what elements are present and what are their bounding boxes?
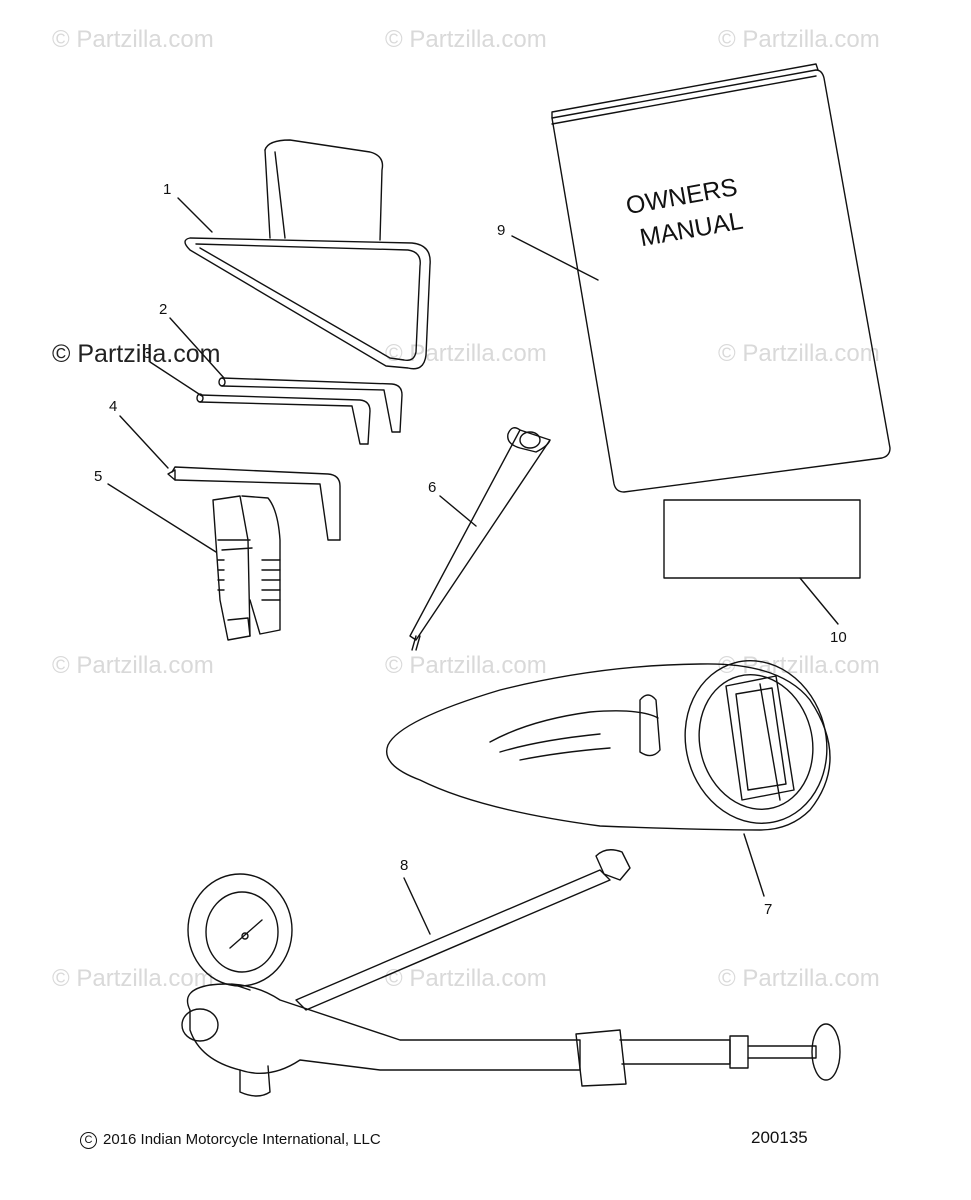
leader-line-1 [177,197,213,233]
leader-line-4 [119,415,169,469]
callout-4: 4 [109,398,118,415]
watermark: © Partzilla.com [52,26,214,53]
watermark: © Partzilla.com [385,340,547,367]
leader-line-10 [799,577,839,625]
copyright-symbol: C [80,1131,97,1149]
part-8-pump-gauge [181,849,841,1097]
watermark: © Partzilla.com [385,965,547,992]
callout-8: 8 [400,857,409,874]
leader-line-5 [107,483,217,553]
diagram-number: 200135 [751,1128,808,1147]
part-6-tool-bar [409,427,551,651]
part-1-bracket [184,139,431,370]
callout-6: 6 [428,479,437,496]
callout-9: 9 [497,222,506,239]
part-9-owners-manual [551,63,891,493]
part-3-hex-key [196,393,371,445]
callout-1: 1 [163,181,172,198]
part-10-label [663,499,861,579]
callout-3: 3 [143,345,152,362]
watermark: © Partzilla.com [718,965,880,992]
callout-7: 7 [764,901,773,918]
callout-10: 10 [830,629,847,646]
callout-5: 5 [94,468,103,485]
leader-line-6 [439,495,477,527]
watermark: © Partzilla.com [52,965,214,992]
watermark: © Partzilla.com [385,26,547,53]
watermark: © Partzilla.com [718,340,880,367]
part-5-clip [212,495,281,641]
watermark: © Partzilla.com [718,26,880,53]
part-2-hex-key [218,377,403,433]
leader-line-8 [403,877,431,935]
leader-line-3 [149,361,203,397]
callout-2: 2 [159,301,168,318]
copyright-notice: C 2016 Indian Motorcycle International, L… [80,1131,381,1149]
part-7-tank-cover [386,660,831,831]
watermark: © Partzilla.com [385,652,547,679]
leader-line-2 [169,317,225,379]
watermark: © Partzilla.com [52,652,214,679]
part-4-hex-key [167,466,341,541]
watermark: © Partzilla.com [52,340,221,368]
leader-line-9 [511,235,599,281]
copyright-text: 2016 Indian Motorcycle International, LL… [103,1131,381,1148]
leader-line-7 [743,833,765,897]
